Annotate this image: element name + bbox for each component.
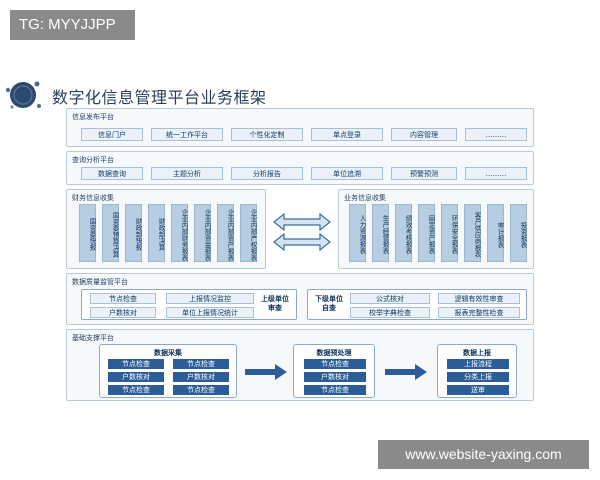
quality-platform-panel: 数据质量监管平台 节点检查 上报情况监控 户数核对 单位上报情况统计 上级单位审… (66, 273, 534, 325)
data-report-title: 数据上报 (463, 349, 491, 357)
business-item: 生产经营报表 (372, 204, 389, 262)
info-platform-panel: 信息发布平台 信息门户 统一工作平台 个性化定制 单点登录 内容管理 ……… (66, 108, 534, 147)
preprocess-item: 节点检查 (304, 359, 366, 369)
business-collection-label: 业务信息收集 (344, 194, 386, 202)
business-item: 客户供应商报表 (464, 204, 481, 262)
report-item: 送审 (447, 385, 509, 395)
data-collection-stage: 数据采集 节点检查 节点检查 户数核对 户数核对 节点检查 节点检查 (99, 344, 237, 398)
query-item: 分析报告 (231, 167, 303, 180)
finance-item: 企业内部资金报表 (194, 204, 211, 262)
query-item: 预警预测 (391, 167, 457, 180)
query-platform-panel: 查询分析平台 数据查询 主题分析 分析报告 单位追溯 预警预测 ……… (66, 151, 534, 185)
upper-check-item: 单位上报情况统计 (166, 307, 254, 318)
lower-check-item: 校举字典检查 (350, 307, 430, 318)
upper-check-item: 上报情况监控 (166, 293, 254, 304)
lower-check-item: 报表完整性检查 (438, 307, 520, 318)
finance-item: 企业内部产权报表 (240, 204, 257, 262)
upper-check-label: 上级单位审查 (261, 295, 289, 312)
info-item: 信息门户 (81, 128, 143, 141)
collect-item: 节点检查 (173, 359, 229, 369)
finance-collection-panel: 财务信息收集 国资委快报 国资委预算决算 财政部快报 财政部决算 企业内部财务报… (66, 189, 266, 269)
query-item: 单位追溯 (311, 167, 383, 180)
lower-check-item: 逻辑有效性审查 (438, 293, 520, 304)
report-item: 分类上报 (447, 372, 509, 382)
upper-check-item: 户数核对 (90, 307, 156, 318)
data-collection-title: 数据采集 (154, 349, 182, 357)
finance-item: 企业内部财务报表 (171, 204, 188, 262)
query-item: ……… (465, 167, 527, 180)
info-item: 统一工作平台 (151, 128, 223, 141)
business-item: 人力资源报表 (349, 204, 366, 262)
base-platform-label: 基础支撑平台 (72, 334, 114, 342)
finance-item: 财政部快报 (125, 204, 142, 262)
upper-check-item: 节点检查 (90, 293, 156, 304)
report-item: 上报流程 (447, 359, 509, 369)
finance-item: 企业内部资产报表 (217, 204, 234, 262)
query-platform-label: 查询分析平台 (72, 156, 114, 164)
info-item: 个性化定制 (231, 128, 303, 141)
collect-item: 节点检查 (173, 385, 229, 395)
business-collection-panel: 业务信息收集 人力资源报表 生产经营报表 绩效考核报表 固定资产报表 环保安全报… (338, 189, 534, 269)
info-item: 单点登录 (311, 128, 383, 141)
watermark-tag-top: TG: MYYJJPP (10, 10, 135, 40)
flow-arrow-icon (245, 364, 287, 380)
flow-arrow-icon (385, 364, 427, 380)
upper-check-box: 节点检查 上报情况监控 户数核对 单位上报情况统计 上级单位审查 (81, 289, 297, 320)
base-platform-panel: 基础支撑平台 数据采集 节点检查 节点检查 户数核对 户数核对 节点检查 节点检… (66, 329, 534, 401)
lower-check-label: 下级单位自查 (315, 295, 343, 312)
data-preprocess-title: 数据预处理 (316, 349, 352, 357)
lower-check-item: 公式核对 (350, 293, 430, 304)
query-item: 主题分析 (151, 167, 223, 180)
preprocess-item: 节点检查 (304, 385, 366, 395)
collect-item: 户数核对 (108, 372, 164, 382)
watermark-tag-bottom: www.website-yaxing.com (378, 440, 589, 469)
business-item: 环保安全报表 (441, 204, 458, 262)
globe-logo-icon (5, 81, 41, 109)
query-item: 数据查询 (81, 167, 143, 180)
finance-item: 国资委预算决算 (102, 204, 119, 262)
finance-item: 国资委快报 (79, 204, 96, 262)
page-title: 数字化信息管理平台业务框架 (52, 88, 267, 107)
exchange-arrows-icon (273, 212, 331, 252)
preprocess-item: 户数核对 (304, 372, 366, 382)
business-item: 审计报表 (487, 204, 504, 262)
info-platform-label: 信息发布平台 (72, 113, 114, 121)
quality-platform-label: 数据质量监管平台 (72, 278, 128, 286)
info-item: 内容管理 (391, 128, 457, 141)
data-report-stage: 数据上报 上报流程 分类上报 送审 (437, 344, 517, 398)
collect-item: 户数核对 (173, 372, 229, 382)
collect-item: 节点检查 (108, 385, 164, 395)
lower-check-box: 下级单位自查 公式核对 逻辑有效性审查 校举字典检查 报表完整性检查 (307, 289, 527, 320)
data-preprocess-stage: 数据预处理 节点检查 户数核对 节点检查 (293, 344, 375, 398)
collect-item: 节点检查 (108, 359, 164, 369)
finance-item: 财政部决算 (148, 204, 165, 262)
business-item: 投资报表 (510, 204, 527, 262)
business-item: 绩效考核报表 (395, 204, 412, 262)
business-item: 固定资产报表 (418, 204, 435, 262)
finance-collection-label: 财务信息收集 (72, 194, 114, 202)
info-item: ……… (465, 128, 527, 141)
